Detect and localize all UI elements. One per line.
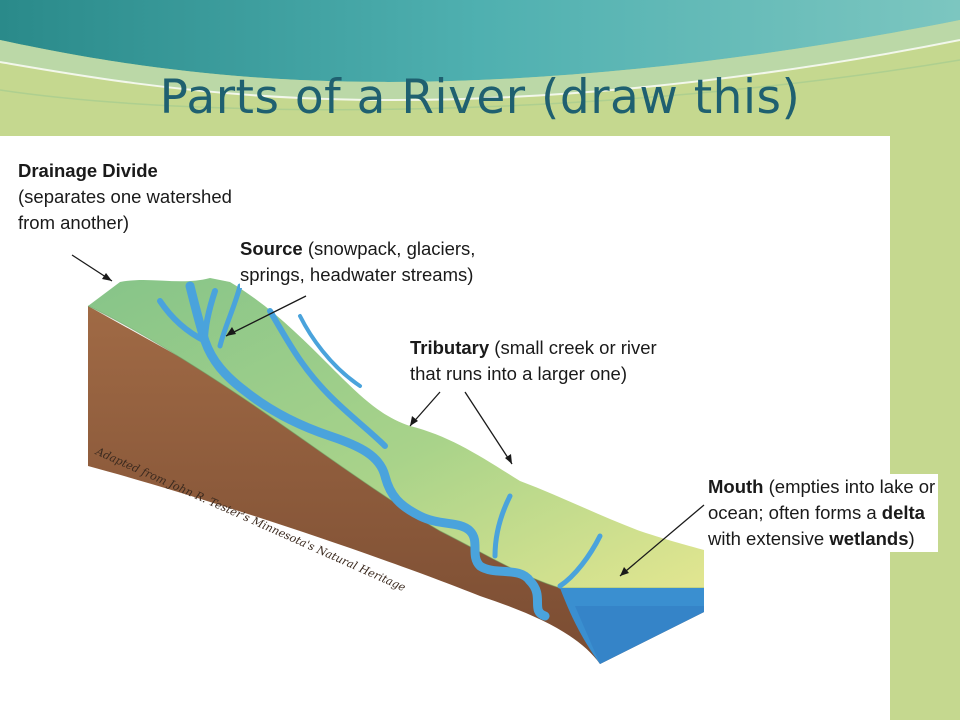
desc-tributary-1: (small creek or river [489, 337, 657, 358]
label-mouth: Mouth (empties into lake or ocean; often… [708, 474, 938, 552]
land-surface [88, 278, 704, 588]
desc-drainage-divide-1: (separates one watershed [18, 186, 232, 207]
desc-mouth-a: (empties into lake or ocean; often forms… [708, 476, 936, 523]
river-network [157, 281, 603, 621]
desc-mouth-b: with extensive [708, 528, 830, 549]
label-tributary: Tributary (small creek or river that run… [410, 335, 740, 387]
term-drainage-divide: Drainage Divide [18, 160, 158, 181]
term-delta: delta [881, 502, 925, 523]
term-source: Source [240, 238, 303, 259]
label-source: Source (snowpack, glaciers, springs, hea… [240, 236, 570, 288]
term-wetlands: wetlands [829, 528, 909, 549]
desc-tributary-2: that runs into a larger one) [410, 363, 627, 384]
river-diagram: Adapted from John R. Tester's Minnesota'… [71, 254, 705, 664]
term-tributary: Tributary [410, 337, 490, 358]
diagram-panel: Adapted from John R. Tester's Minnesota'… [0, 136, 890, 720]
pointer-arrows [71, 254, 705, 577]
desc-drainage-divide-2: from another) [18, 212, 130, 233]
desc-mouth-c: ) [908, 528, 915, 549]
page-title: Parts of a River (draw this) [159, 70, 801, 125]
label-drainage-divide: Drainage Divide (separates one watershed… [18, 158, 308, 236]
desc-source-1: (snowpack, glaciers, [302, 238, 476, 259]
term-mouth: Mouth [708, 476, 764, 497]
arrowheads [102, 273, 629, 576]
desc-source-2: springs, headwater streams) [240, 264, 474, 285]
